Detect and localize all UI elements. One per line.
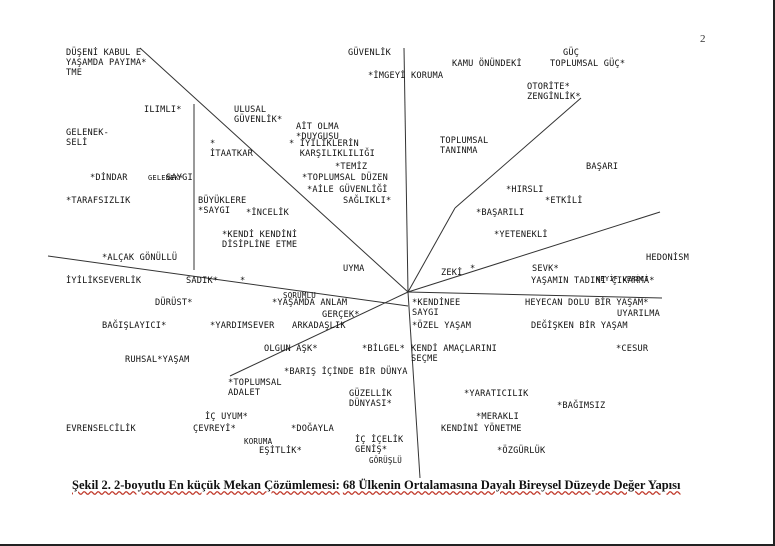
value-label: *YARDIMSEVER bbox=[210, 321, 275, 331]
value-label: BAĞIŞLAYICI* bbox=[102, 321, 167, 331]
value-label: *TARAFSIZLIK bbox=[66, 196, 131, 206]
value-label: GELENEK* bbox=[148, 174, 184, 182]
value-label: SAĞLIKLI* bbox=[343, 196, 392, 206]
value-label: TOPLUMSAL TANINMA bbox=[440, 136, 489, 156]
value-label: SORUMLU bbox=[283, 291, 317, 300]
figure-caption: Şekil 2. 2-boyutlu En küçük Mekan Çözüml… bbox=[72, 478, 712, 493]
value-label: * bbox=[240, 276, 246, 286]
value-label: DEĞİŞKEN BİR YAŞAM bbox=[531, 321, 628, 331]
value-label: *YARATICILIK bbox=[464, 389, 529, 399]
value-label: GERÇEK* bbox=[322, 310, 360, 320]
value-label: BÜYÜKLERE *SAYGI bbox=[198, 196, 247, 216]
value-label: *BAŞARILI bbox=[476, 208, 525, 218]
value-label: *İMGEYİ KORUMA bbox=[368, 71, 444, 81]
value-label: EVRENSELCİLİK bbox=[66, 424, 136, 434]
value-label: *KENDİ KENDİNİ DİSİPLİNE ETME bbox=[222, 230, 298, 250]
value-label: RUHSAL*YAŞAM bbox=[125, 355, 190, 365]
value-label: İÇ İÇELİK GENİŞ* bbox=[355, 435, 404, 455]
divider-line bbox=[139, 47, 409, 293]
value-label: * bbox=[470, 264, 476, 274]
value-label: EŞİTLİK* bbox=[259, 446, 302, 456]
value-label: *YAŞAMDA ANLAM bbox=[272, 298, 348, 308]
value-label: HEYECAN DOLU BİR YAŞAM* bbox=[525, 298, 649, 308]
value-label: *KENDİNEE SAYGI bbox=[412, 298, 461, 318]
value-label: * İYİLİKLERİN KARŞILIKLILIĞI bbox=[289, 139, 375, 159]
value-label: GÜVENLİK bbox=[348, 48, 391, 58]
value-label: *İNCELİK bbox=[246, 208, 289, 218]
value-label: KENDİ AMAÇLARINI SEÇME bbox=[411, 344, 497, 364]
value-label: ARKADAŞLIK bbox=[292, 321, 346, 331]
divider-line bbox=[454, 97, 582, 209]
value-label: İÇ UYUM* bbox=[205, 412, 248, 422]
value-label: DÜŞENİ KABUL E YAŞAMDA PAYIMA* TME bbox=[66, 48, 147, 78]
value-label: *DİNDAR bbox=[90, 173, 128, 183]
divider-line bbox=[47, 255, 409, 307]
value-label: HEDONİSM bbox=[646, 253, 689, 263]
value-label: ULUSAL GÜVENLİK* bbox=[234, 105, 283, 125]
value-label: TOPLUMSAL GÜÇ* bbox=[550, 59, 626, 69]
value-label: KEYİF VERİCİ bbox=[596, 275, 649, 283]
value-label: *ETKİLİ bbox=[545, 196, 583, 206]
value-label: * İTAATKAR bbox=[210, 139, 253, 159]
value-label: *BAĞIMSIZ bbox=[557, 401, 606, 411]
value-label: *ÖZGÜRLÜK bbox=[497, 446, 546, 456]
divider-line bbox=[407, 291, 663, 299]
value-label: *TOPLUMSAL DÜZEN bbox=[302, 173, 388, 183]
value-label: ZEKİ bbox=[441, 268, 463, 278]
value-label: *ALÇAK GÖNÜLLÜ bbox=[102, 253, 178, 263]
value-label: *HIRSLI bbox=[506, 185, 544, 195]
value-label: KENDİNİ YÖNETME bbox=[441, 424, 522, 434]
value-label: ILIMLI* bbox=[144, 105, 182, 115]
value-label: *TEMİZ bbox=[335, 162, 368, 172]
value-label: *YETENEKLİ bbox=[494, 230, 548, 240]
value-label: ÇEVREYİ* bbox=[193, 424, 236, 434]
value-label: KAMU ÖNÜNDEKİ bbox=[452, 59, 522, 69]
value-label: UYARILMA bbox=[617, 309, 660, 319]
value-label: *ÖZEL YAŞAM bbox=[412, 321, 472, 331]
divider-line bbox=[403, 47, 409, 293]
value-label: *DOĞAYLA bbox=[291, 424, 334, 434]
divider-line bbox=[407, 211, 661, 293]
page-number: 2 bbox=[700, 33, 706, 45]
value-label: AİT OLMA *DUYGUSU bbox=[296, 122, 339, 142]
value-label: SADIK* bbox=[186, 276, 219, 286]
value-label: SEVK* bbox=[532, 264, 559, 274]
divider-line bbox=[407, 207, 456, 293]
value-label: UYMA bbox=[343, 264, 365, 274]
value-label: *AİLE GÜVENLİĞİ bbox=[307, 185, 388, 195]
value-label: BAŞARI bbox=[586, 162, 619, 172]
divider-line bbox=[229, 291, 409, 377]
value-label: *MERAKLI bbox=[476, 412, 519, 422]
value-label: *BİLGEL* bbox=[362, 344, 405, 354]
value-label: SAYGI bbox=[166, 173, 193, 183]
caption-rest: 68 Ülkenin Ortalamasına Dayalı Bireysel … bbox=[342, 478, 681, 492]
value-label: OTORİTE* ZENGİNLİK* bbox=[527, 82, 581, 102]
divider-line bbox=[407, 291, 421, 479]
value-label: GÜZELLİK DÜNYASI* bbox=[349, 389, 392, 409]
value-label: YAŞAMIN TADINI ÇIKARMA* bbox=[531, 276, 655, 286]
value-label: DÜRÜST* bbox=[155, 298, 193, 308]
caption-prefix: Şekil 2. 2-boyutlu En küçük Mekan Çözüml… bbox=[72, 478, 340, 492]
value-label: *TOPLUMSAL ADALET bbox=[228, 378, 282, 398]
value-label: İYİLİKSEVERLİK bbox=[66, 276, 142, 286]
value-label: GÖRÜŞLÜ bbox=[369, 456, 403, 465]
value-label: GELENEK- SELİ bbox=[66, 128, 109, 148]
value-label: *BARIŞ İÇİNDE BİR DÜNYA bbox=[284, 367, 408, 377]
value-label: KORUMA bbox=[244, 437, 273, 446]
value-label: OLGUN AŞK* bbox=[264, 344, 318, 354]
value-label: GÜÇ bbox=[563, 48, 580, 58]
value-label: *CESUR bbox=[616, 344, 649, 354]
